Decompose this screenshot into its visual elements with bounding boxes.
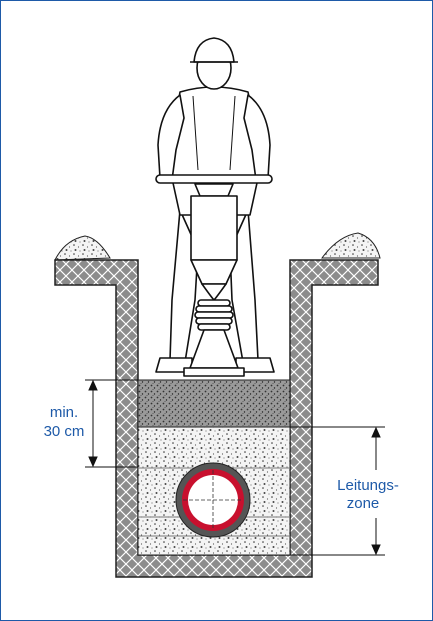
pipe-cross-section-icon: [175, 462, 251, 538]
min-depth-dimension: [85, 379, 138, 468]
worker-with-rammer-icon: [155, 37, 275, 377]
pipe-zone-label-line1: Leitungs-: [337, 477, 399, 494]
compacted-layer: [137, 379, 291, 428]
pipe-zone-dimension: [290, 426, 385, 556]
soil-pile-right: [321, 232, 381, 259]
soil-pile-left: [54, 235, 111, 261]
min-depth-label-line1: min.: [50, 404, 78, 421]
pipe-zone-label-line2: zone: [347, 495, 380, 512]
min-depth-label-line2: 30 cm: [44, 423, 85, 440]
